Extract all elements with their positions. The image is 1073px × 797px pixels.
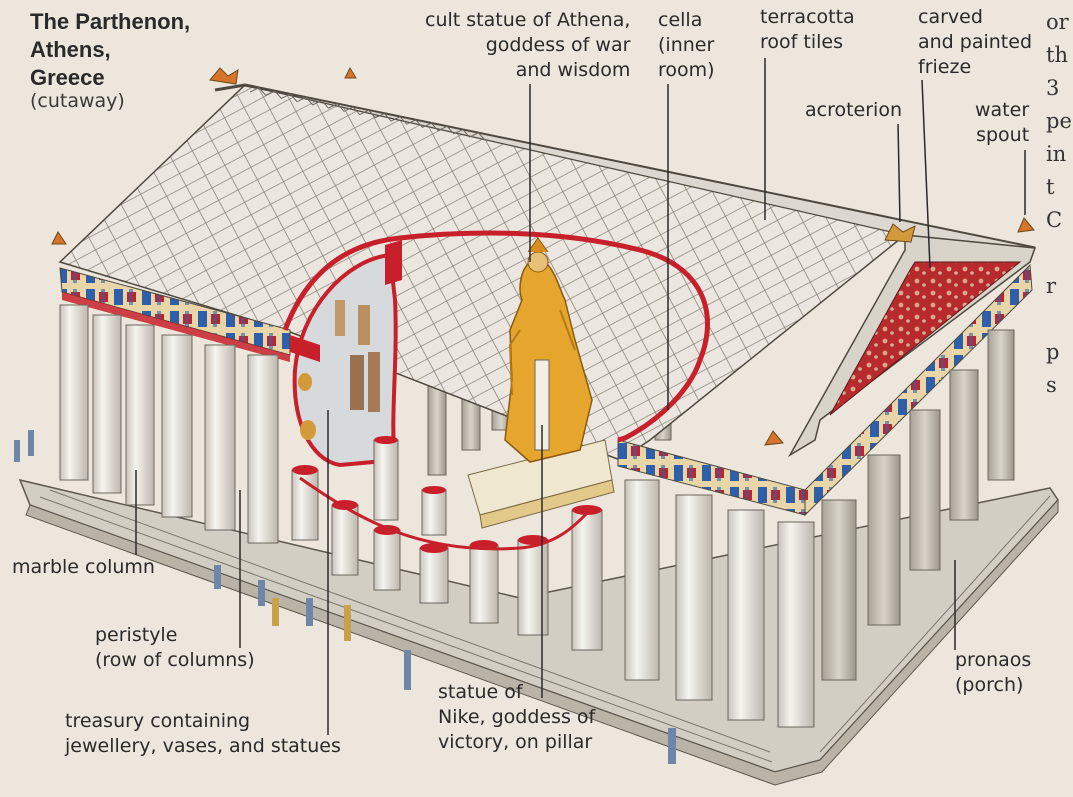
cut-wall-red [290,240,402,362]
label-water-spout: water spout [975,99,1030,146]
label-treasury: treasury containing jewellery, vases, an… [65,710,341,757]
label-roof-tiles: terracotta roof tiles [760,6,855,53]
cutaway-outline [282,230,710,443]
diagram-subtitle: (cutaway) [30,90,125,112]
visitor-figures [14,430,676,764]
acroteria [51,66,1035,446]
adjacent-page-text: or th 3 pe in t C r p s [1046,10,1072,397]
label-acroterion: acroterion [805,99,903,121]
cut-floor-line [299,476,592,551]
label-peristyle: peristyle (row of columns) [95,624,255,671]
athena-statue [467,237,615,529]
label-cella: cella (inner room) [658,9,715,81]
pediment-sculpture [829,261,1022,416]
label-marble-column: marble column [12,556,155,578]
right-peristyle [624,329,1015,728]
diagram-title: The Parthenon, Athens, Greece [30,9,191,90]
frieze-end [804,263,1033,517]
label-pronaos: pronaos (porch) [955,649,1032,696]
label-frieze: carved and painted frieze [918,6,1033,78]
left-peristyle [59,304,279,544]
antefix-row [249,87,486,141]
label-nike: statue of Nike, goddess of victory, on p… [438,681,596,753]
platform-step-lines [39,489,1051,763]
label-cult-statue: cult statue of Athena, goddess of war an… [425,9,631,81]
leader-lines [135,58,1026,735]
cut-columns [291,436,603,651]
treasury-contents [298,300,380,440]
